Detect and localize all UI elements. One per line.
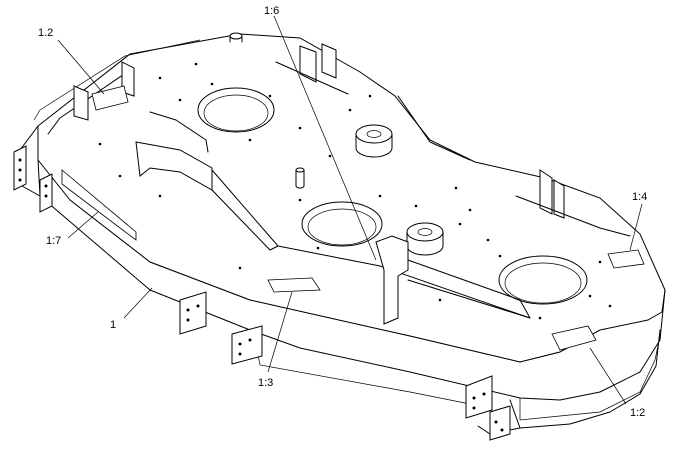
decal-front-right <box>551 325 597 351</box>
chute-guide <box>149 111 209 153</box>
bracket-rear-left-2 <box>121 61 135 97</box>
leader-1-2-rear <box>57 39 105 95</box>
decal-center <box>267 277 321 293</box>
bracket-rear-left <box>73 85 89 121</box>
mount-plate-front-4 <box>489 405 511 441</box>
mount-plate-front-2 <box>231 325 263 365</box>
leader-1-4 <box>629 203 643 251</box>
blade-hole-right-inner <box>504 262 582 304</box>
idler-post <box>295 167 305 189</box>
blade-hole-center <box>301 201 383 247</box>
callout-1-2-rear: 1.2 <box>38 27 53 39</box>
callout-1: 1 <box>110 319 116 331</box>
blade-hole-left-inner <box>203 94 269 132</box>
callout-1-7: 1:7 <box>46 235 61 247</box>
blade-hole-center-inner <box>307 208 377 246</box>
leader-1-6 <box>273 15 377 261</box>
callout-1-2-front: 1:2 <box>630 407 645 419</box>
leader-1 <box>123 287 153 319</box>
decal-side-long <box>61 169 137 241</box>
deck-front-skirt <box>37 159 666 401</box>
callout-1-6: 1:6 <box>264 5 279 17</box>
callout-1-4: 1:4 <box>632 191 647 203</box>
left-rear-rail <box>33 39 201 121</box>
mount-plate-front-1 <box>179 291 207 335</box>
callout-1-3: 1:3 <box>258 377 273 389</box>
deck-skirt-inner <box>69 199 561 363</box>
baffle-long <box>211 169 531 319</box>
top-cap <box>229 32 243 43</box>
leader-1-7 <box>67 211 99 239</box>
mount-bolt-holes <box>18 158 504 432</box>
bracket-rear-center <box>299 45 317 83</box>
blade-hole-left <box>197 87 275 133</box>
baffle-center <box>375 235 409 325</box>
bracket-right-2 <box>553 179 565 219</box>
blade-hole-right <box>498 255 588 305</box>
mount-plate-left-lower <box>39 173 53 213</box>
leader-1-3 <box>267 291 293 373</box>
bracket-rear-center-2 <box>321 43 337 79</box>
spindle-housing-rear <box>355 124 393 158</box>
deck-skirt-bottom <box>254 335 661 421</box>
deck-surface-holes <box>98 62 612 320</box>
rear-right-baffle <box>275 61 631 237</box>
leader-1-2-front <box>589 347 627 405</box>
bracket-right <box>539 169 553 215</box>
mount-plate-front-3 <box>465 375 493 419</box>
decal-rear-left <box>91 85 129 111</box>
mount-plate-left-upper <box>13 145 27 191</box>
decal-right <box>607 249 645 269</box>
baffle-center-plate <box>407 259 531 319</box>
baffle-left <box>135 141 213 191</box>
